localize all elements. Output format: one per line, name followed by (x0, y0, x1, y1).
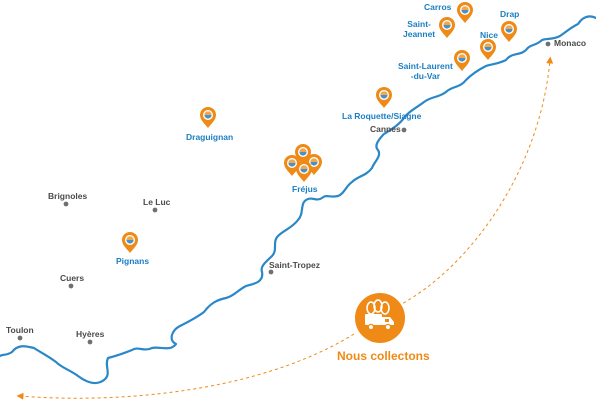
location-pin-icon (296, 161, 312, 182)
site-label-nice: Nice (480, 30, 498, 40)
city-dot-cannes (401, 127, 407, 133)
city-label-monaco: Monaco (554, 38, 587, 48)
city-dots (17, 41, 551, 345)
truck-icon (355, 293, 405, 343)
collect-label: Nous collectons (337, 349, 430, 363)
city-dot-saint-tropez (268, 269, 274, 275)
location-pin-icon (200, 107, 216, 128)
city-dot-hyeres (87, 339, 93, 345)
city-dot-le-luc (152, 207, 158, 213)
site-label-saint-laurent-du-var: Saint-Laurent -du-Var (398, 61, 453, 81)
site-label-frejus: Fréjus (292, 184, 318, 194)
city-dot-toulon (17, 335, 23, 341)
location-pin-icon (439, 17, 455, 38)
location-pin-icon (480, 39, 496, 60)
city-label-toulon: Toulon (6, 325, 34, 335)
arrow-to-monaco (397, 56, 554, 307)
site-label-pignans: Pignans (116, 256, 150, 266)
site-label-draguignan: Draguignan (186, 132, 234, 142)
location-pin-icon (454, 50, 470, 71)
location-pin-icon (457, 2, 473, 23)
site-label-saint-jeannet: Saint- Jeannet (403, 19, 436, 39)
city-label-le-luc: Le Luc (143, 197, 171, 207)
location-pin-icon (284, 155, 300, 176)
location-pin-icon (501, 21, 517, 42)
city-label-brignoles: Brignoles (48, 191, 88, 201)
arrow-to-toulon (16, 333, 355, 400)
site-label-drap: Drap (500, 9, 520, 19)
city-label-cannes: Cannes (370, 124, 401, 134)
coastline (0, 15, 596, 385)
site-label-carros: Carros (424, 2, 452, 12)
city-label-saint-tropez: Saint-Tropez (269, 260, 321, 270)
site-markers (122, 2, 517, 253)
location-pin-icon (122, 232, 138, 253)
city-dot-brignoles (63, 201, 69, 207)
site-label-la-roquette-siagne: La Roquette/Siagne (342, 111, 422, 121)
city-dot-cuers (68, 283, 74, 289)
location-pin-icon (376, 87, 392, 108)
city-label-hyeres: Hyères (76, 329, 105, 339)
city-dot-monaco (545, 41, 551, 47)
city-label-cuers: Cuers (60, 273, 85, 283)
